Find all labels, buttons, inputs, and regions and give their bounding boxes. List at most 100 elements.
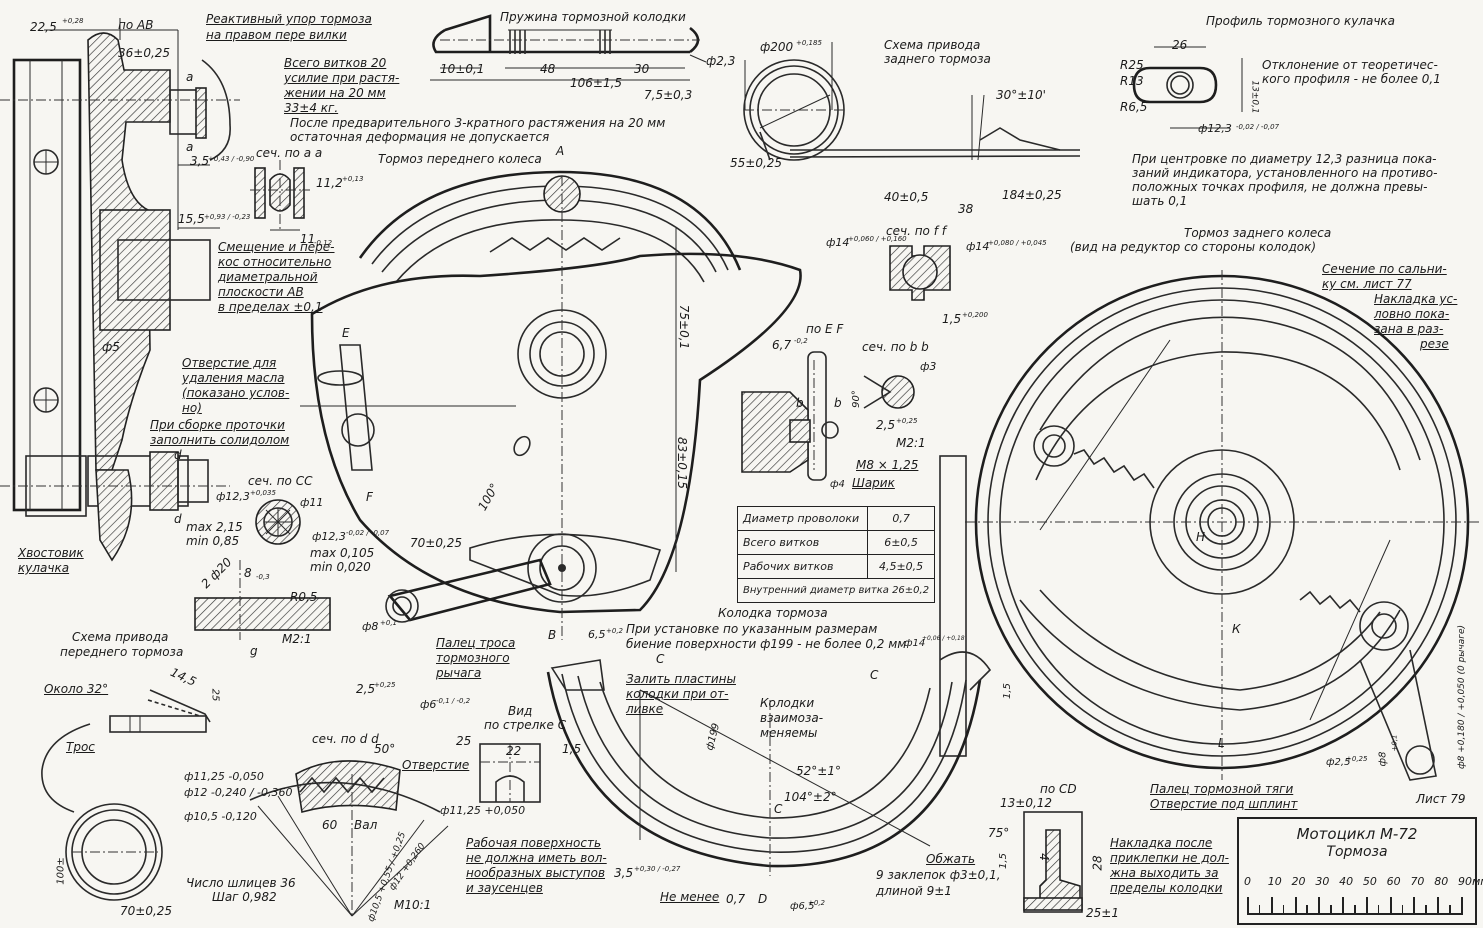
shoe-surface-note-4: и заусенцев: [466, 881, 543, 895]
scale-tick-label: 40: [1339, 875, 1354, 888]
section-bb-scale: М2:1: [896, 436, 926, 450]
label-d-top: d: [174, 448, 182, 462]
spline-shaft-label: Вал: [354, 818, 378, 832]
offset-note-4: плоскости АВ: [218, 285, 304, 299]
rear-scheme-dim-a: 55±0,25: [730, 156, 783, 170]
dim-36: 36±0,25: [118, 46, 171, 60]
scale-tick-mark: [1294, 897, 1297, 915]
cable-pin-note-1: Палец троса: [436, 636, 516, 650]
section-cc-b: 8: [244, 566, 252, 580]
section-ef-dim: 6,7: [772, 338, 792, 352]
offset-note-5: в пределах ±0,1: [218, 300, 323, 314]
max-gap: max 2,15: [186, 520, 243, 534]
shoe-crimp-label: Обжать: [926, 852, 976, 866]
oil-hole-note-4: но): [182, 401, 202, 415]
front-brake-label-a: А: [556, 144, 565, 158]
section-ff-title: сеч. по f f: [886, 224, 946, 238]
rear-scheme-angle: 30°±10': [996, 88, 1046, 102]
section-ef-b-left: b: [796, 396, 804, 410]
view-c-title-1: Вид: [508, 704, 533, 718]
spline-section-figure: [249, 760, 449, 917]
front-brake-pin: ф8: [362, 620, 379, 633]
cam-profile-title: Профиль тормозного кулачка: [1206, 14, 1396, 28]
label-phi5: ф5: [102, 340, 120, 354]
front-mount-section: [0, 18, 240, 562]
rear-scheme-title-1: Схема привода: [884, 38, 981, 52]
table-cell-label: Внутренний диаметр витка: [743, 585, 889, 596]
table-cell-label: Диаметр проволоки: [736, 506, 869, 531]
rear-label-k: К: [1232, 622, 1241, 636]
grease-note-1: При сборке проточки: [150, 418, 285, 432]
shoe-label-c-left: С: [656, 652, 665, 666]
table-cell-label: Рабочих витков: [736, 554, 869, 579]
shoe-interchange-note-1: Колодки: [760, 696, 815, 710]
rear-label-h: Н: [1196, 530, 1206, 544]
spring-note-4: 33±4 кг.: [284, 101, 339, 115]
brake-shoe-figure: [546, 651, 992, 876]
shoe-min-value: 0,7: [726, 892, 746, 906]
shoe-d14: ф14: [904, 638, 926, 649]
cam-centering-note-4: шать 0,1: [1132, 194, 1188, 208]
scale-tick-label: 30: [1315, 875, 1330, 888]
scale-tick-mark: [1389, 897, 1392, 915]
front-brake-title: Тормоз переднего колеса: [378, 152, 542, 166]
rear-lining-note-2: ловно пока-: [1374, 307, 1450, 321]
scale-tick-mark: [1437, 897, 1440, 915]
section-cd-figure: [1023, 811, 1083, 913]
section-ef-title: по Е F: [806, 322, 844, 336]
scale-bar: 0102030405060708090мм: [1244, 875, 1483, 915]
table-cell-label: Всего витков: [736, 530, 869, 555]
front-scheme-dim-d: 70±0,25: [120, 904, 173, 918]
section-aa-dim1-tol: +0,13: [342, 175, 364, 183]
shoe-d14-tol: +0,06 / +0,18: [922, 635, 965, 642]
section-cd-dim-b: 28: [1090, 855, 1105, 871]
cam-dim-d-tol: -0,02 / -0,07: [1236, 123, 1280, 131]
section-cd-note-4: пределы колодки: [1110, 881, 1223, 895]
front-scheme-cable: Трос: [66, 740, 95, 754]
view-c-figure: [479, 743, 541, 803]
rear-scheme-title-2: заднего тормоза: [884, 52, 991, 66]
section-cc-r05: R0,5: [290, 590, 318, 604]
rear-rod-pin-note-2: Отверстие под шплинт: [1150, 797, 1298, 811]
section-cd-dim-a: 13±0,12: [1000, 796, 1053, 810]
dim-22-5: 22,5: [30, 20, 57, 34]
section-aa-dim2: 11: [300, 232, 316, 246]
shoe-thickness: 3,5: [614, 866, 634, 880]
scale-tick-label: 0: [1244, 875, 1251, 888]
spline-section-title: сеч. по d d: [312, 732, 379, 746]
section-cc-scale: М2:1: [282, 632, 312, 646]
table-cell-value: 4,5±0,5: [867, 554, 936, 579]
scale-minor-tick: [1449, 905, 1451, 915]
scale-tick-mark: [1270, 897, 1273, 915]
rear-d25: ф2,5: [1326, 757, 1351, 768]
shoe-weld-note-2: колодки при от-: [626, 687, 729, 701]
scale-minor-tick: [1258, 905, 1261, 915]
spline-angle-50: 50°: [374, 742, 396, 756]
shoe-thickness-tol: +0,30 / -0,27: [634, 865, 681, 873]
rear-brake-title-2: (вид на редуктор со стороны колодок): [1070, 240, 1317, 254]
section-ef-thread: М8 × 1,25: [856, 458, 919, 472]
shoe-spring-figure: [430, 14, 707, 81]
section-ef-ball: Шарик: [852, 476, 895, 490]
front-brake-d65: 6,5: [588, 628, 606, 641]
section-cc-g: g: [250, 644, 258, 658]
spline-note-2: Шаг 0,982: [212, 890, 277, 904]
section-cd-dim-d: 4: [1036, 853, 1051, 861]
rear-scheme-drum: ф200: [760, 40, 794, 54]
cam-shank-note-1: Хвостовик: [18, 546, 84, 560]
shoe-angle-75: 75°: [988, 826, 1010, 840]
rear-scheme-drum-tol: +0,185: [796, 39, 822, 47]
cam-r13: R13: [1120, 74, 1144, 88]
rear-d8-tol: +0,1: [1390, 734, 1399, 752]
scale-tick-label: 50: [1362, 875, 1377, 888]
front-brake-label-b: В: [548, 628, 557, 642]
section-aa-dim1: 11,2: [316, 176, 343, 190]
spline-hole-label: Отверстие: [402, 758, 470, 772]
front-brake-pin-tol: +0,1: [380, 619, 397, 627]
scale-tick-label: 20: [1291, 875, 1306, 888]
section-cc-max: max 0,105: [310, 546, 375, 560]
reactive-stop-note-2: на правом пере вилки: [206, 28, 347, 42]
section-ff-d1: ф14: [826, 236, 850, 249]
